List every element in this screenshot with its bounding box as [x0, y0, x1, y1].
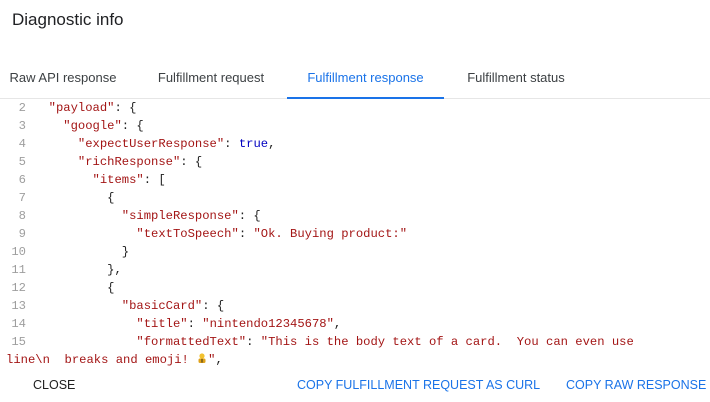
code-line: } [34, 243, 702, 261]
code-line: line\n breaks and emoji! ", [6, 351, 702, 366]
json-key: "payload" [48, 101, 115, 115]
json-punctuation: , [333, 317, 342, 331]
json-key: "formattedText" [136, 335, 247, 349]
tab-fulfillment-response[interactable]: Fulfillment response [287, 58, 444, 99]
tab-raw-api-response[interactable]: Raw API response [9, 70, 117, 85]
tab-fulfillment-status[interactable]: Fulfillment status [467, 70, 565, 85]
code-line: "richResponse": { [34, 153, 702, 171]
json-punctuation [34, 335, 136, 349]
json-key: "textToSpeech" [136, 227, 239, 241]
json-key: "google" [63, 119, 122, 133]
close-button[interactable]: CLOSE [33, 378, 76, 392]
dialog-title: Diagnostic info [12, 10, 124, 29]
json-punctuation: : [238, 227, 254, 241]
json-punctuation: { [34, 281, 115, 295]
line-number-gutter: 2 3 4 5 6 7 8 9 10 11 12 13 14 15 [0, 98, 30, 366]
code-line: { [34, 279, 702, 297]
json-punctuation [34, 173, 93, 187]
json-punctuation [34, 101, 49, 115]
json-punctuation [34, 317, 136, 331]
line-number: 11 [11, 263, 26, 277]
code-line: "expectUserResponse": true, [34, 135, 702, 153]
line-number: 5 [18, 155, 26, 169]
json-string: "Ok. Buying product:" [253, 227, 408, 241]
copy-fulfillment-request-curl-button[interactable]: COPY FULFILLMENT REQUEST AS CURL [297, 378, 541, 392]
line-number: 3 [18, 119, 26, 133]
json-string: "This is the body text of a card. You ca… [260, 335, 634, 349]
json-punctuation: : { [121, 119, 144, 133]
tab-fulfillment-request[interactable]: Fulfillment request [157, 70, 265, 85]
json-punctuation [34, 227, 136, 241]
line-number: 7 [18, 191, 26, 205]
json-string: "nintendo12345678" [202, 317, 334, 331]
json-punctuation: : [ [143, 173, 166, 187]
line-number: 6 [18, 173, 26, 187]
code-line: "simpleResponse": { [34, 207, 702, 225]
json-punctuation [34, 137, 78, 151]
json-punctuation: : { [238, 209, 261, 223]
json-punctuation: : [246, 335, 261, 349]
code-line: "title": "nintendo12345678", [34, 315, 702, 333]
json-punctuation: : { [180, 155, 203, 169]
code-line: "items": [ [34, 171, 702, 189]
dialog-footer: CLOSE COPY FULFILLMENT REQUEST AS CURL C… [0, 366, 710, 402]
code-line: { [34, 189, 702, 207]
line-number: 15 [11, 335, 26, 349]
json-punctuation: }, [34, 263, 122, 277]
line-number: 13 [11, 299, 26, 313]
emoji-icon [196, 352, 208, 364]
json-punctuation [34, 209, 122, 223]
json-punctuation: } [34, 245, 130, 259]
json-string: " [208, 353, 216, 366]
json-punctuation: { [34, 191, 115, 205]
json-key: "expectUserResponse" [77, 137, 225, 151]
code-line: "payload": { [34, 99, 702, 117]
code-line: }, [34, 261, 702, 279]
line-number: 2 [18, 101, 26, 115]
json-key: "basicCard" [121, 299, 203, 313]
line-number: 8 [18, 209, 26, 223]
json-punctuation [34, 155, 78, 169]
json-punctuation [34, 119, 63, 133]
code-line: "formattedText": "This is the body text … [34, 333, 702, 351]
json-punctuation: , [268, 137, 276, 151]
json-boolean: true [238, 137, 269, 151]
json-key: "richResponse" [77, 155, 181, 169]
line-number: 12 [11, 281, 26, 295]
json-punctuation: : [187, 317, 203, 331]
line-number: 14 [11, 317, 26, 331]
json-punctuation: : [224, 137, 239, 151]
tab-bar: Raw API response Fulfillment request Ful… [0, 58, 710, 99]
json-key: "items" [92, 173, 144, 187]
code-line: "textToSpeech": "Ok. Buying product:" [34, 225, 702, 243]
line-number: 9 [18, 227, 26, 241]
json-punctuation: : { [202, 299, 225, 313]
json-key: "simpleResponse" [121, 209, 239, 223]
code-line: "google": { [34, 117, 702, 135]
json-key: "title" [136, 317, 188, 331]
json-punctuation: : { [114, 101, 137, 115]
json-string: line\n breaks and emoji! [6, 353, 197, 366]
json-punctuation [34, 299, 122, 313]
line-number: 10 [11, 245, 26, 259]
code-line: "basicCard": { [34, 297, 702, 315]
copy-raw-response-button[interactable]: COPY RAW RESPONSE [566, 378, 707, 392]
line-number: 4 [18, 137, 26, 151]
json-punctuation: , [215, 353, 223, 366]
